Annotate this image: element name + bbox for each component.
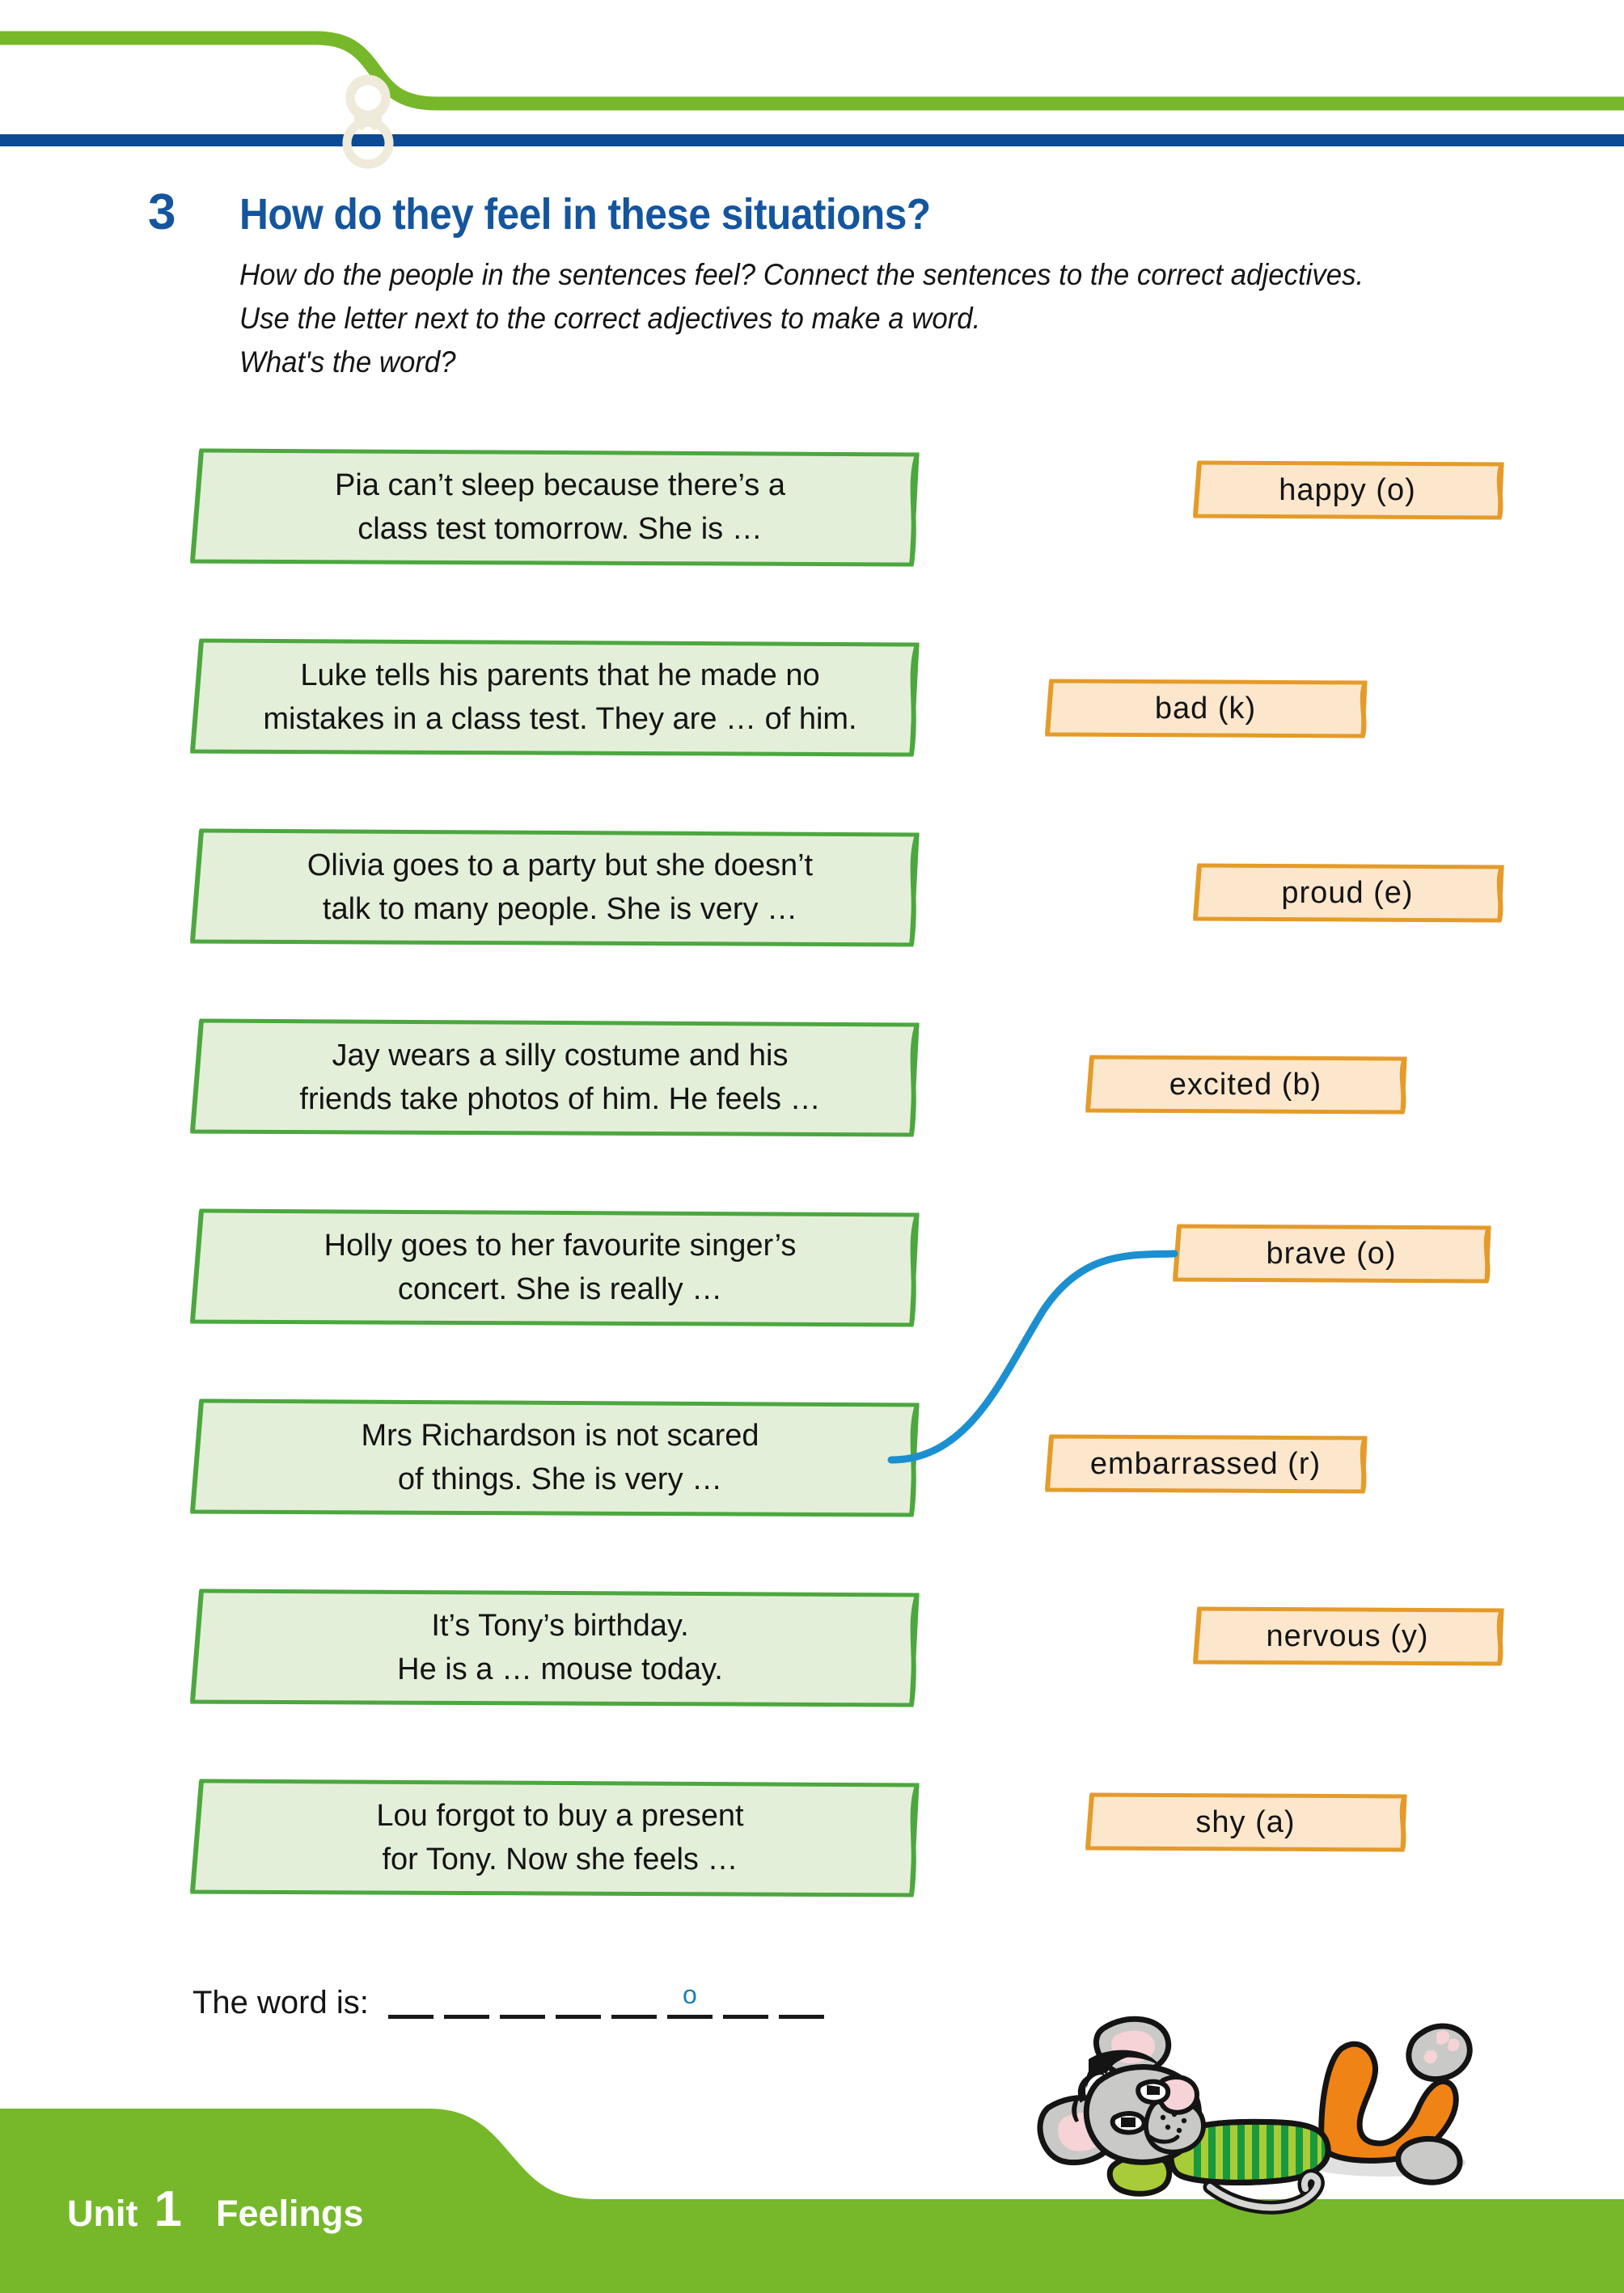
instruction-line: How do the people in the sentences feel?…: [239, 258, 1364, 291]
adjective-card-bad[interactable]: bad (k): [1042, 678, 1369, 740]
sentence-card-holly[interactable]: Holly goes to her favourite singer’s con…: [188, 1208, 920, 1329]
orange-card-shape: [1193, 460, 1504, 520]
answer-blank-3[interactable]: [499, 2015, 545, 2019]
answer-blank-7[interactable]: [722, 2015, 768, 2019]
sentence-line: of things. She is very …: [397, 1462, 723, 1496]
sentence-line: friends take photos of him. He feels …: [299, 1082, 821, 1116]
instruction-line: What's the word?: [239, 345, 456, 379]
adjective-label: proud (e): [1281, 876, 1414, 910]
sentence-card-lou[interactable]: Lou forgot to buy a present for Tony. No…: [188, 1778, 920, 1899]
green-header-rule: [0, 31, 1624, 111]
answer-blank-5[interactable]: [611, 2015, 657, 2019]
sentence-text: Holly goes to her favourite singer’s con…: [188, 1208, 920, 1329]
answer-blank-2[interactable]: [443, 2015, 489, 2019]
orange-card-shape: [1193, 863, 1504, 923]
green-card-shape: [190, 448, 920, 567]
sentence-line: He is a … mouse today.: [397, 1652, 723, 1686]
sentence-line: Mrs Richardson is not scared: [361, 1419, 759, 1453]
orange-card-shape: [1085, 1792, 1407, 1852]
adjective-card-proud[interactable]: proud (e): [1190, 862, 1505, 924]
sentence-card-tony[interactable]: It’s Tony’s birthday. He is a … mouse to…: [188, 1588, 920, 1709]
green-card-shape: [190, 1779, 920, 1897]
sentence-line: It’s Tony’s birthday.: [431, 1609, 689, 1644]
adjective-card-shy[interactable]: shy (a): [1082, 1792, 1409, 1854]
task-instructions: How do the people in the sentences feel?…: [239, 253, 1425, 384]
sentence-text: It’s Tony’s birthday. He is a … mouse to…: [188, 1588, 920, 1709]
answer-row: The word is: o: [192, 1982, 824, 2022]
answer-blanks[interactable]: o: [387, 1982, 824, 2022]
sentence-line: Pia can’t sleep because there’s a: [335, 468, 785, 503]
instruction-line: Use the letter next to the correct adjec…: [239, 302, 981, 336]
connector-line-mrs-richardson-brave: [887, 1250, 1178, 1464]
orange-card-shape: [1085, 1055, 1407, 1115]
sentence-line: Holly goes to her favourite singer’s: [324, 1229, 797, 1263]
footer-band: [0, 2109, 1624, 2293]
adjective-label: bad (k): [1154, 692, 1257, 726]
task-number: 3: [148, 184, 176, 240]
footer-unit-number: 1: [154, 2181, 182, 2237]
sentence-text: Jay wears a silly costume and his friend…: [188, 1017, 920, 1139]
adjective-card-nervous[interactable]: nervous (y): [1190, 1606, 1505, 1668]
adjective-label: excited (b): [1169, 1068, 1322, 1102]
footer-green-shape: [0, 2109, 1624, 2293]
adjective-label: embarrassed (r): [1089, 1447, 1322, 1481]
adjective-label: shy (a): [1195, 1805, 1296, 1839]
reclining-mouse-mascot-icon: [1037, 2016, 1473, 2215]
answer-blank-6[interactable]: o: [666, 1982, 713, 2019]
sentence-text: Mrs Richardson is not scared of things. …: [188, 1398, 920, 1519]
sentence-line: class test tomorrow. She is …: [357, 512, 763, 546]
answer-filled-letter: o: [682, 1980, 697, 2009]
sentence-card-olivia[interactable]: Olivia goes to a party but she doesn’t t…: [188, 827, 920, 949]
sentence-line: talk to many people. She is very …: [322, 892, 798, 926]
sentence-card-mrs-richardson[interactable]: Mrs Richardson is not scared of things. …: [188, 1398, 920, 1519]
sentence-line: Olivia goes to a party but she doesn’t: [307, 848, 814, 883]
sentence-text: Luke tells his parents that he made no m…: [188, 637, 920, 759]
adjective-card-happy[interactable]: happy (o): [1190, 459, 1505, 522]
green-card-shape: [190, 1589, 920, 1707]
task-title: How do they feel in these situations?: [239, 190, 931, 239]
sentence-line: Luke tells his parents that he made no: [300, 658, 820, 693]
sentence-line: for Tony. Now she feels …: [382, 1842, 738, 1876]
adjective-label: happy (o): [1279, 473, 1416, 507]
answer-label: The word is:: [192, 1985, 369, 2020]
answer-blank-8[interactable]: [778, 2015, 824, 2019]
answer-blank-1[interactable]: [387, 2015, 433, 2019]
adjective-card-embarrassed[interactable]: embarrassed (r): [1042, 1433, 1369, 1496]
adjective-card-excited[interactable]: excited (b): [1082, 1054, 1409, 1116]
footer-topic: Feelings: [215, 2193, 364, 2234]
green-card-shape: [190, 638, 920, 757]
sentence-line: Jay wears a silly costume and his: [332, 1039, 789, 1073]
sentence-line: concert. She is really …: [397, 1272, 723, 1306]
sentence-text: Pia can’t sleep because there’s a class …: [188, 447, 920, 569]
sentence-card-jay[interactable]: Jay wears a silly costume and his friend…: [188, 1017, 920, 1139]
sentence-card-pia[interactable]: Pia can’t sleep because there’s a class …: [188, 447, 920, 569]
sentence-text: Lou forgot to buy a present for Tony. No…: [188, 1778, 920, 1899]
sentence-text: Olivia goes to a party but she doesn’t t…: [188, 827, 920, 949]
header-decoration: [0, 31, 1624, 169]
green-card-shape: [190, 828, 920, 947]
orange-card-shape: [1045, 679, 1368, 738]
green-card-shape: [190, 1018, 920, 1137]
answer-blank-4[interactable]: [555, 2015, 601, 2019]
sentence-card-luke[interactable]: Luke tells his parents that he made no m…: [188, 637, 920, 759]
adjective-card-brave[interactable]: brave (o): [1169, 1223, 1493, 1285]
footer-caption: Unit 1 Feelings: [67, 2181, 364, 2238]
orange-card-shape: [1193, 1606, 1504, 1666]
sentence-line: Lou forgot to buy a present: [376, 1799, 744, 1834]
sentence-line: mistakes in a class test. They are … of …: [263, 702, 857, 736]
footer-unit-label: Unit: [67, 2193, 138, 2234]
adjective-label: nervous (y): [1266, 1619, 1429, 1653]
adjective-label: brave (o): [1266, 1237, 1397, 1271]
page-number-8-glyph: [342, 74, 394, 169]
blue-header-rule: [0, 134, 1624, 146]
